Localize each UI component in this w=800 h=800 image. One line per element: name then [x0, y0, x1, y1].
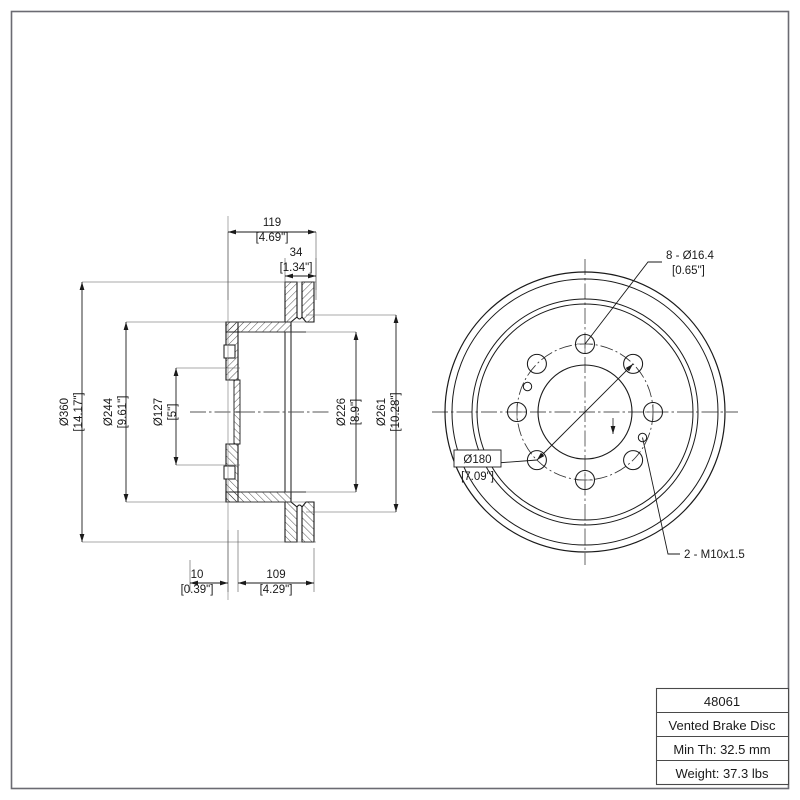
bolt-hole-group	[506, 333, 664, 491]
section-view	[190, 216, 330, 600]
dim-overall-height-inch: [4.69"]	[256, 232, 289, 244]
title-block-description: Vented Brake Disc	[669, 718, 776, 733]
rotor-vent-gap-m	[296, 504, 303, 542]
bolt-hole	[574, 469, 596, 491]
title-block-weight: Weight: 37.3 lbs	[676, 766, 769, 781]
dimension-hub-inner: Ø226 [8.9"]	[336, 332, 362, 492]
dim-bolt-circle-inch: [7.09"]	[461, 471, 494, 483]
dim-hub-outer-inch: [10.28"]	[390, 392, 402, 431]
bolt-hole	[623, 450, 644, 471]
callout-threaded-holes: 2 - M10x1.5	[642, 437, 745, 561]
title-block: 48061 Vented Brake Disc Min Th: 32.5 mm …	[655, 687, 790, 786]
rotor-inner-ring-inner	[476, 303, 694, 521]
rotor-vent-gap	[296, 282, 303, 320]
dimension-overall-height: 119 [4.69"]	[228, 217, 316, 244]
bolt-circle-leader	[496, 459, 538, 464]
hub-bolt-hole-upper	[223, 344, 236, 359]
bolt-circle-dimension-line	[536, 363, 634, 461]
title-block-part-number: 48061	[704, 694, 740, 709]
bolt-hole	[526, 353, 547, 374]
dim-disc-diameter-inch: [9.61"]	[117, 396, 129, 429]
callout-bolt-holes-line2: [0.65"]	[672, 265, 705, 277]
dim-bolt-circle-mm: Ø180	[463, 454, 491, 466]
callout-bolt-holes-line1: 8 - Ø16.4	[666, 250, 715, 262]
threaded-hole	[637, 432, 648, 443]
dim-outer-diameter-inch: [14.17"]	[73, 392, 85, 431]
dim-center-bore-mm: Ø127	[153, 398, 165, 426]
dimension-disc-thickness: 34 [1.34"]	[280, 247, 316, 279]
rotor-outer-circle	[444, 271, 726, 553]
dim-hub-depth-inch: [4.29"]	[260, 584, 293, 596]
dim-hub-outer-mm: Ø261	[376, 398, 388, 426]
mounting-face-lower	[233, 411, 241, 445]
threaded-hole	[522, 381, 533, 392]
dimension-disc-diameter: Ø244 [9.61"]	[103, 322, 129, 502]
dim-disc-thickness-inch: [1.34"]	[280, 262, 313, 274]
front-circular-view: Ø180 [7.09"] 8 - Ø16.4 [0.65"] 2 - M10x1…	[432, 250, 745, 565]
rotor-outer-chamfer-circle	[451, 278, 719, 546]
callout-bolt-holes: 8 - Ø16.4 [0.65"]	[584, 250, 715, 345]
rotor-plate-outboard	[301, 281, 315, 323]
dim-disc-diameter-mm: Ø244	[103, 397, 115, 426]
dimension-hub-outer: Ø261 [10.28"]	[376, 315, 402, 512]
dim-flange-offset-inch: [0.39"]	[181, 584, 214, 596]
rotor-plate-outboard-m	[301, 501, 315, 543]
dim-center-bore-inch: [5"]	[167, 404, 179, 421]
rotor-plate-inboard	[284, 281, 298, 323]
dimension-hub-depth: 109 [4.29"]	[238, 569, 314, 596]
threaded-hole-group	[522, 381, 648, 443]
rotor-plate-inboard-m	[284, 501, 298, 543]
bolt-hole	[642, 401, 664, 423]
dimension-center-bore: Ø127 [5"]	[153, 368, 179, 465]
dimension-outer-diameter: Ø360 [14.17"]	[59, 282, 85, 542]
bolt-hole	[506, 401, 528, 423]
dim-outer-diameter-mm: Ø360	[59, 398, 71, 426]
rotor-inner-ring-outer	[471, 298, 699, 526]
dim-hub-inner-inch: [8.9"]	[350, 399, 362, 425]
section-extension-lines	[82, 232, 396, 592]
dimension-flange-offset: 10 [0.39"]	[181, 569, 228, 596]
bolt-circle-label: Ø180 [7.09"]	[453, 449, 502, 483]
dim-hub-inner-mm: Ø226	[336, 398, 348, 426]
bolt-hole	[623, 353, 644, 374]
callout-threaded-holes-line1: 2 - M10x1.5	[684, 549, 745, 561]
title-block-min-thickness: Min Th: 32.5 mm	[673, 742, 770, 757]
mounting-face-upper	[233, 379, 241, 413]
sheet-border	[10, 10, 790, 790]
section-body-lower	[223, 411, 315, 543]
dim-flange-offset-mm: 10	[191, 569, 204, 581]
dim-disc-thickness-mm: 34	[290, 247, 303, 259]
hub-bolt-hole-lower	[223, 465, 236, 480]
dim-overall-height-mm: 119	[263, 217, 281, 229]
dim-hub-depth-mm: 109	[266, 569, 285, 581]
bolt-hole	[526, 450, 547, 471]
section-body-upper	[223, 281, 315, 413]
